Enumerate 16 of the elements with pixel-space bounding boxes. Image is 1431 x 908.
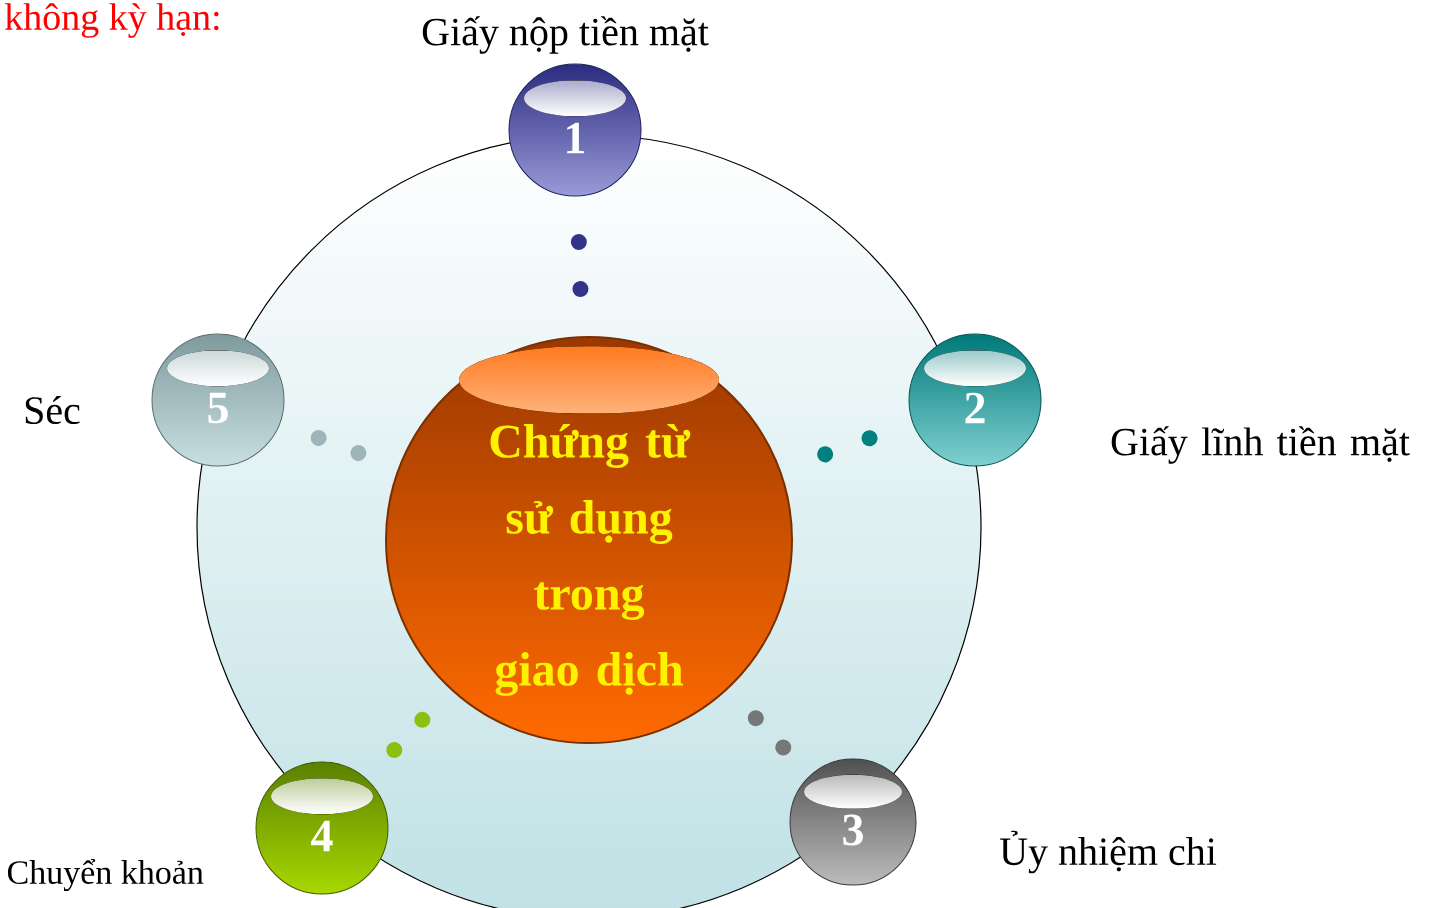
dot-connector bbox=[309, 429, 367, 461]
dot-connector bbox=[817, 429, 879, 463]
ball-caption: Ủy nhiệm chi bbox=[1000, 830, 1217, 874]
dot-connector bbox=[747, 710, 793, 757]
numbered-ball: 1 bbox=[508, 63, 642, 197]
numbered-ball: 4 bbox=[255, 761, 389, 895]
numbered-ball: 3 bbox=[789, 758, 917, 886]
dot-connector bbox=[570, 232, 589, 298]
dot-connector bbox=[385, 711, 431, 760]
ball-caption: Giấy lĩnh tiền mặt bbox=[1111, 426, 1410, 464]
ball-caption: Chuyển khoản bbox=[7, 859, 204, 891]
heading-text: không kỳ hạn: bbox=[4, 3, 219, 38]
numbered-ball: 5 bbox=[151, 333, 285, 467]
ball-caption: Séc bbox=[25, 395, 80, 425]
numbered-ball: 2 bbox=[908, 333, 1042, 467]
ball-caption: Giấy nộp tiền mặt bbox=[422, 16, 709, 54]
